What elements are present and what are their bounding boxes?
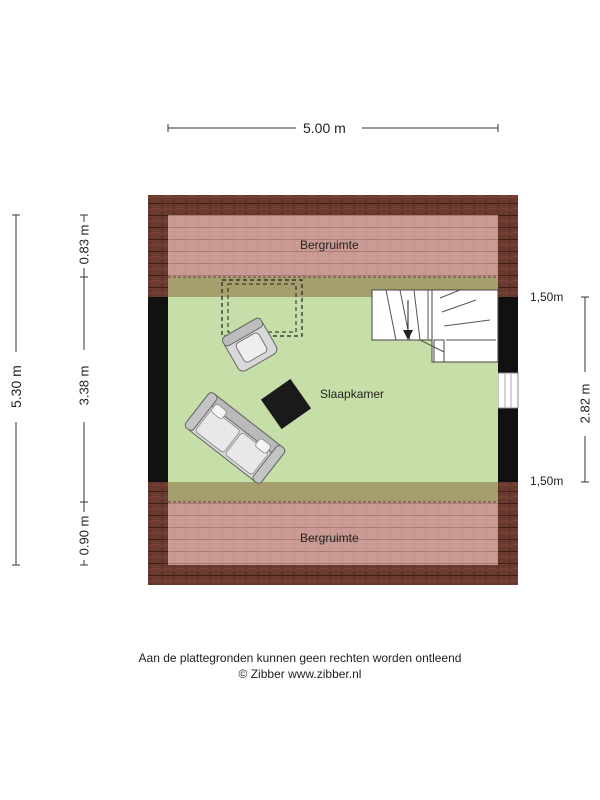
eave-height-top: 1,50m [530, 290, 564, 304]
room-label-bedroom: Slaapkamer [320, 387, 385, 401]
eave-height-bottom: 1,50m [530, 474, 564, 488]
coffee-table [260, 378, 312, 430]
copyright: © Zibber www.zibber.nl [238, 667, 362, 681]
dimension-segment-bottom: 0.90 m [76, 515, 92, 556]
wall-left [148, 297, 168, 482]
window-right [497, 372, 519, 409]
stair-arrow-icon [403, 330, 413, 340]
eave-band-bottom [168, 482, 498, 502]
sofa [184, 392, 286, 484]
dimension-total-height: 5.30 m [8, 365, 24, 408]
dimension-lines [12, 124, 589, 566]
staircase [371, 289, 499, 363]
room-label-storage-bottom: Bergruimte [300, 531, 359, 545]
storage-bottom-area [168, 502, 498, 565]
dimension-segment-middle: 3.38 m [76, 365, 92, 406]
dimension-right-height: 2.82 m [577, 383, 593, 424]
room-label-storage-top: Bergruimte [300, 238, 359, 252]
storage-top-area [168, 215, 498, 277]
dimension-total-width: 5.00 m [303, 120, 346, 136]
armchair [221, 317, 278, 372]
dimension-segment-top: 0.83 m [76, 224, 92, 265]
disclaimer: Aan de plattegronden kunnen geen rechten… [138, 651, 462, 665]
